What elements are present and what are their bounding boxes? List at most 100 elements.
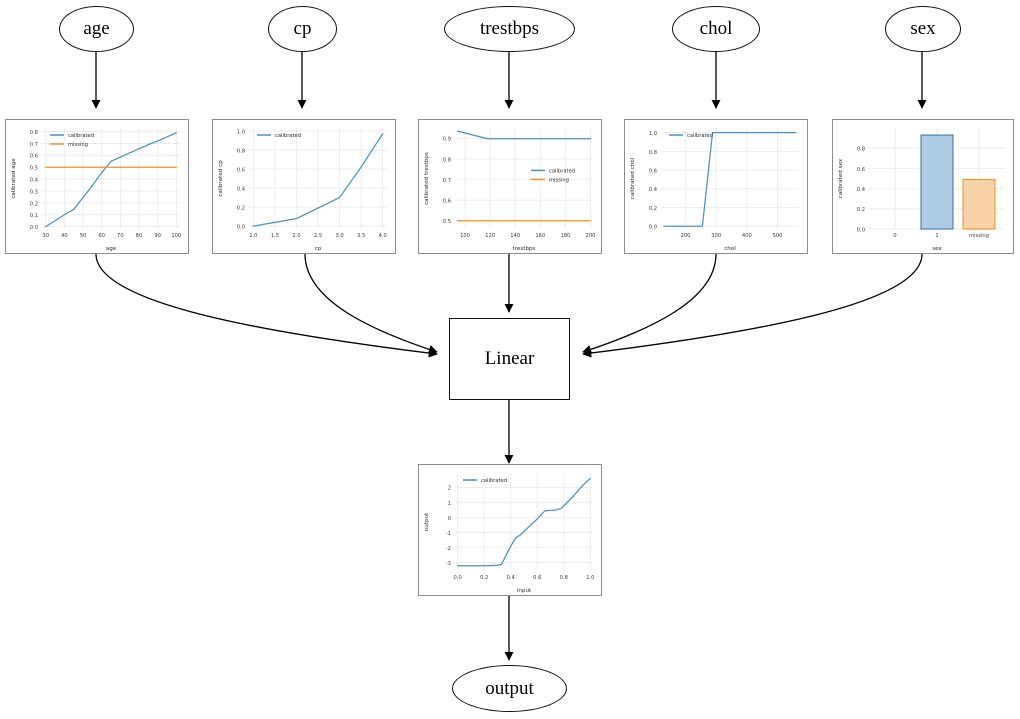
- y-tick-label: 0.2: [30, 201, 38, 207]
- x-tick-label: 300: [711, 233, 721, 239]
- bar-missing: [962, 178, 996, 230]
- x-tick-label: 160: [535, 233, 545, 239]
- y-tick-label: -2: [446, 546, 451, 552]
- x-tick-label: 140: [510, 233, 520, 239]
- y-tick-label: 0.8: [443, 157, 451, 163]
- y-tick-label: 2: [448, 486, 451, 492]
- y-tick-label: 0: [448, 516, 451, 522]
- x-tick-label: 0.2: [480, 575, 488, 581]
- x-tick-label: 0.8: [560, 575, 568, 581]
- node-linear[interactable]: Linear: [449, 318, 570, 400]
- x-tick-label: 200: [586, 233, 596, 239]
- node-cp[interactable]: cp: [268, 6, 337, 52]
- y-tick-label: 0.8: [30, 130, 38, 136]
- y-tick-label: 0.8: [649, 150, 657, 156]
- node-age[interactable]: age: [59, 6, 134, 52]
- y-tick-label: -1: [446, 531, 451, 537]
- legend-label-calibrated: calibrated: [481, 478, 507, 484]
- edge-age-chart-to-linear: [95, 253, 438, 358]
- legend-label-calibrated: calibrated: [275, 133, 301, 139]
- x-tick-label: 2.0: [292, 233, 300, 239]
- x-tick-label: 1.0: [249, 233, 257, 239]
- node-sex-label: sex: [910, 18, 936, 39]
- y-tick-label: 0.1: [30, 213, 38, 219]
- y-tick-label: 1: [448, 501, 451, 507]
- y-tick-label: 0.0: [649, 225, 657, 231]
- legend-label-missing: missing: [549, 178, 569, 184]
- node-linear-label: Linear: [484, 348, 535, 369]
- legend-label-calibrated: calibrated: [687, 133, 713, 139]
- y-tick-label: 1.0: [649, 131, 657, 137]
- bar-1: [920, 134, 954, 230]
- legend-label-missing: missing: [68, 142, 88, 148]
- node-chol-label: chol: [699, 18, 733, 39]
- y-tick-label: 0.0: [30, 225, 38, 231]
- node-chol[interactable]: chol: [672, 6, 760, 52]
- plot-area: [455, 473, 593, 571]
- legend-label-calibrated: calibrated: [68, 133, 94, 139]
- x-axis-label: trestbps: [513, 246, 536, 252]
- x-axis-label: sex: [932, 246, 942, 252]
- y-tick-label: 0.7: [30, 142, 38, 148]
- x-tick-label: 0.4: [507, 575, 516, 581]
- series-calibrated: [252, 133, 384, 227]
- x-tick-label: 80: [136, 233, 143, 239]
- x-tick-label: 0.0: [454, 575, 462, 581]
- x-tick-label: 400: [742, 233, 752, 239]
- y-axis-label: calibrated age: [11, 158, 17, 199]
- legend: calibrated missing: [50, 133, 94, 148]
- y-tick-label: 0.2: [649, 206, 657, 212]
- y-tick-label: 0.9: [443, 137, 451, 143]
- node-output[interactable]: output: [452, 665, 567, 712]
- y-tick-label: -3: [446, 561, 451, 567]
- edge-chol-chart-to-linear: [582, 253, 717, 354]
- y-tick-label: 0.6: [30, 154, 38, 160]
- y-tick-label: 0.6: [857, 167, 865, 173]
- legend: calibrated: [669, 133, 713, 139]
- y-tick-label: 0.2: [237, 205, 245, 211]
- node-cp-label: cp: [293, 18, 312, 39]
- y-axis-label: calibrated chol: [630, 157, 636, 199]
- node-age-label: age: [83, 18, 110, 39]
- y-tick-label: 0.4: [857, 187, 866, 193]
- y-tick-label: 0.4: [237, 186, 246, 192]
- y-tick-label: 0.0: [857, 227, 865, 233]
- y-axis-label: calibrated sex: [838, 158, 844, 198]
- x-tick-label: 70: [117, 233, 124, 239]
- y-tick-label: 0.7: [443, 178, 451, 184]
- node-trestbps-label: trestbps: [479, 18, 540, 39]
- x-tick-label: 500: [773, 233, 783, 239]
- x-tick-label: 40: [61, 233, 68, 239]
- x-tick-label: 0: [893, 233, 896, 239]
- node-trestbps[interactable]: trestbps: [444, 6, 575, 52]
- y-tick-label: 0.8: [857, 147, 865, 153]
- y-tick-label: 1.0: [237, 129, 245, 135]
- x-tick-label: 4.0: [379, 233, 387, 239]
- plot-area: [455, 128, 593, 229]
- legend: calibrated: [463, 478, 507, 484]
- y-tick-label: 0.5: [443, 219, 451, 225]
- x-axis-label: chol: [724, 246, 736, 252]
- y-tick-label: 0.8: [237, 148, 245, 154]
- x-tick-label: 2.5: [314, 233, 322, 239]
- x-tick-label: 180: [560, 233, 570, 239]
- y-tick-label: 0.2: [857, 207, 865, 213]
- x-tick-label: 3.5: [357, 233, 365, 239]
- edge-cp-chart-to-linear: [304, 253, 438, 354]
- x-tick-label: 100: [171, 233, 181, 239]
- node-sex[interactable]: sex: [885, 6, 961, 52]
- node-output-label: output: [485, 677, 534, 699]
- x-tick-label: 1.5: [271, 233, 279, 239]
- legend: calibrated: [257, 133, 301, 139]
- y-tick-label: 0.4: [649, 187, 658, 193]
- series-calibrated: [45, 132, 177, 228]
